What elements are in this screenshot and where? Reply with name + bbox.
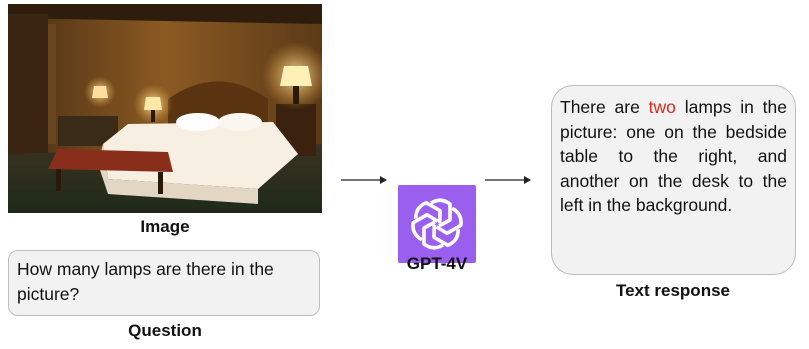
openai-logo-icon [408,198,466,250]
arrow-to-response [485,176,531,184]
response-text-after: lamps in the picture: one on the bedside… [560,97,788,215]
gpt-logo-tile [398,185,476,263]
image-caption: Image [140,217,190,236]
response-text-before: There are [560,97,649,117]
bedroom-photo [8,4,322,213]
response-highlight: two [648,97,676,117]
model-caption: GPT-4V [406,254,468,273]
response-box: There are two lamps in the picture: one … [551,85,796,275]
arrow-to-model [341,176,387,184]
question-box: How many lamps are there in the picture? [8,250,320,316]
question-text: How many lamps are there in the picture? [17,259,274,304]
response-caption: Text response [615,281,730,300]
question-caption: Question [128,321,202,340]
